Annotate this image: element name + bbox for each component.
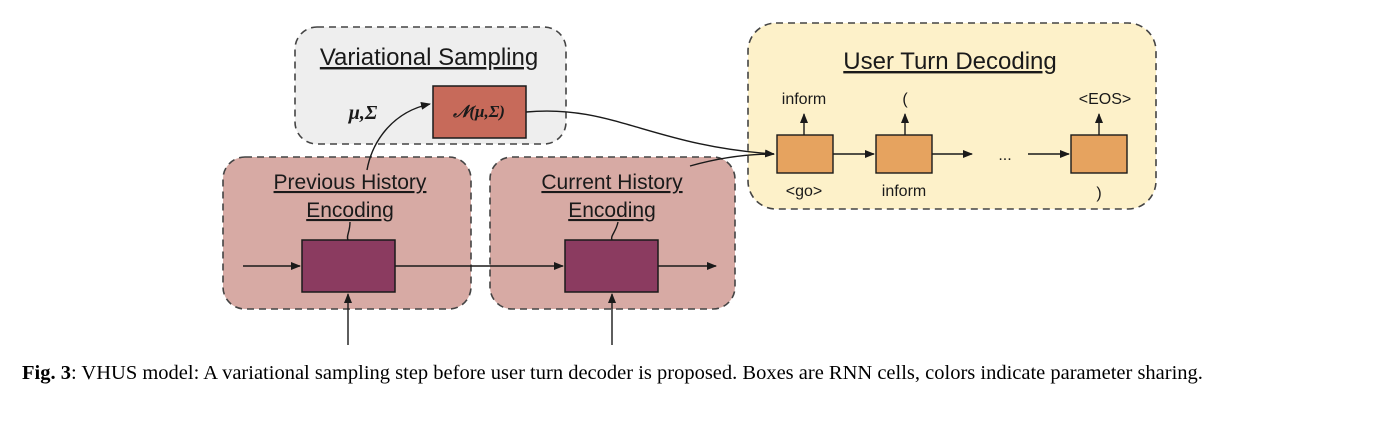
current-title-connector	[610, 221, 619, 241]
current-history-encoding-region	[489, 156, 736, 310]
mu-sigma-label: μ,Σ	[348, 102, 378, 124]
caption-label: Fig. 3	[22, 362, 71, 384]
previous-history-encoding-region	[222, 156, 472, 310]
vhus-diagram: Variational Sampling User Turn Decoding …	[222, 22, 1157, 345]
sampling-to-decoder-curve	[525, 110, 775, 158]
decoder-input-token-1: <go>	[786, 183, 822, 200]
current-history-title-line2: Encoding	[568, 199, 656, 222]
decoder-ellipsis: ...	[998, 147, 1011, 164]
normal-distribution-cell	[432, 85, 527, 139]
previous-history-title-line2: Encoding	[306, 199, 394, 222]
decoder-output-token-1: inform	[782, 91, 826, 108]
decoder-cell-2	[875, 134, 933, 174]
caption-text: : VHUS model: A variational sampling ste…	[70, 362, 1203, 384]
user-turn-decoding-title: User Turn Decoding	[843, 48, 1056, 75]
decoder-cell-final	[1070, 134, 1128, 174]
decoder-input-token-2: inform	[882, 183, 926, 200]
figure-caption: Fig. 3: VHUS model: A variational sampli…	[22, 360, 1364, 387]
previous-encoder-rnn-cell	[301, 239, 396, 293]
encoding-to-sampling-curve	[366, 101, 431, 171]
decoder-output-token-2: (	[902, 91, 908, 108]
current-encoder-rnn-cell	[564, 239, 659, 293]
normal-distribution-label: 𝒩(μ,Σ)	[452, 102, 505, 121]
current-history-title-line1: Current History	[541, 171, 683, 194]
user-turn-decoding-region	[747, 22, 1157, 210]
decoder-cell-1	[776, 134, 834, 174]
previous-title-connector	[346, 221, 351, 241]
decoder-input-token-3: )	[1096, 185, 1101, 202]
previous-history-title-line1: Previous History	[274, 171, 427, 194]
variational-sampling-title: Variational Sampling	[320, 44, 538, 71]
decoder-output-token-3: <EOS>	[1079, 91, 1131, 108]
current-encoding-to-decoder-curve	[689, 153, 775, 167]
